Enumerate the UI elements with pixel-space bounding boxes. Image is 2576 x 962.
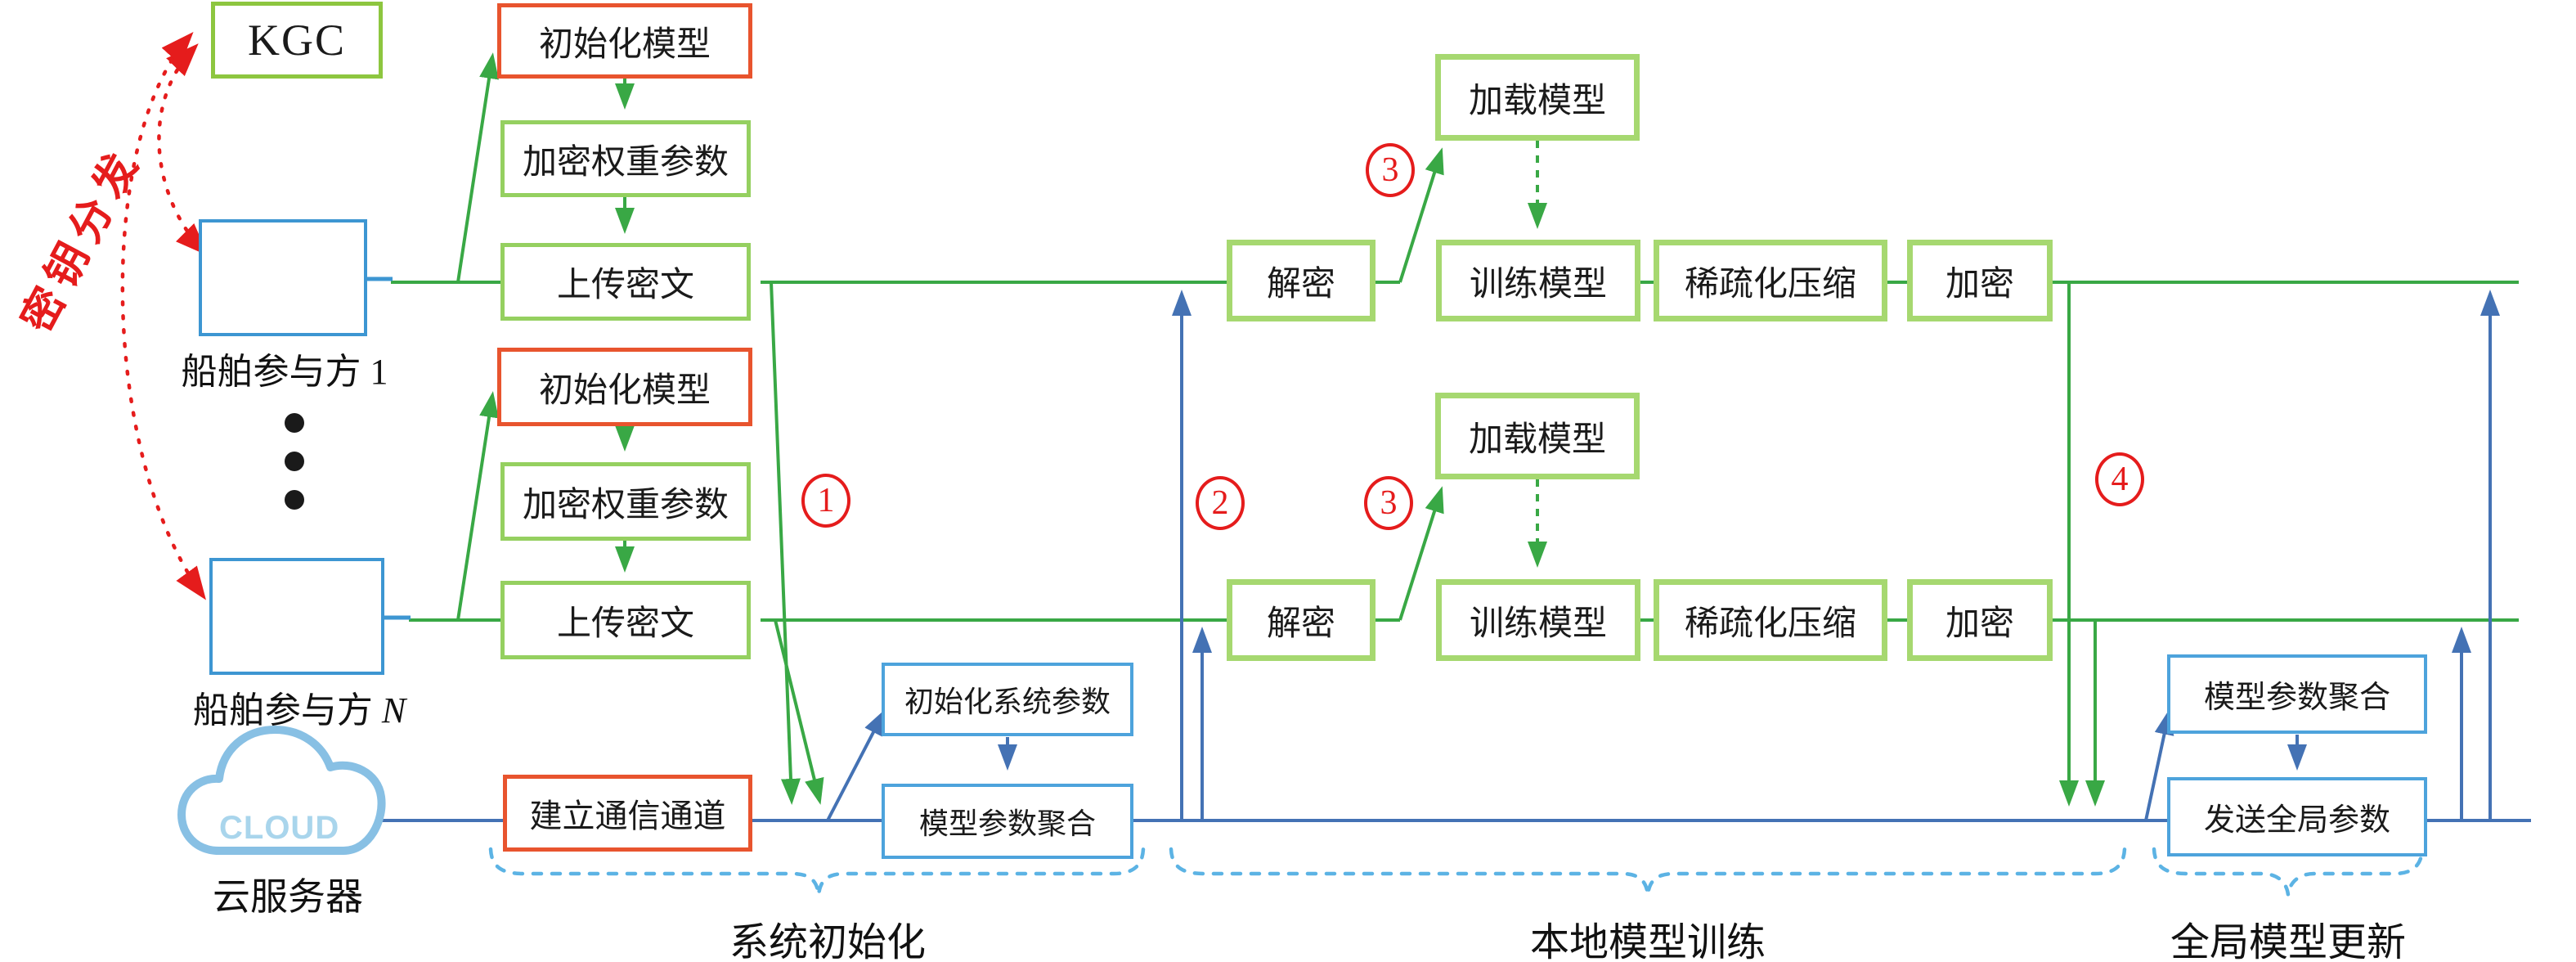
step1-arrows [770, 281, 824, 805]
step1-badge: 1 [801, 474, 850, 528]
row1-green-lines [391, 52, 2519, 284]
participant-stubs [366, 276, 411, 620]
pn-upload-cipher-box: 上传密文 [500, 581, 751, 659]
establish-channel-box: 建立通信通道 [503, 775, 752, 852]
row2-train-model-box: 训练模型 [1436, 579, 1640, 661]
step4-arrows [2059, 282, 2105, 807]
cloud-server-label: 云服务器 [213, 876, 363, 918]
participant1-label: 船舶参与方 1 [181, 352, 388, 392]
p1-init-model-box: 初始化模型 [497, 3, 752, 79]
row2-green-lines [409, 391, 2519, 622]
pn-init-model-box: 初始化模型 [497, 348, 752, 426]
row1-encrypt-box: 加密 [1907, 240, 2053, 321]
global-aggregate-params-box: 模型参数聚合 [2167, 654, 2427, 734]
cloud-word: CLOUD [219, 810, 340, 846]
ellipsis-dots [285, 413, 304, 510]
section-system-init: 系统初始化 [729, 921, 927, 962]
server-aggregate-params-box: 模型参数聚合 [882, 784, 1133, 859]
row1-load-model-box: 加载模型 [1435, 54, 1640, 141]
row1-train-model-box: 训练模型 [1436, 240, 1640, 321]
section-local-training: 本地模型训练 [1529, 921, 1766, 962]
send-global-params-box: 发送全局参数 [2167, 777, 2427, 856]
participantN-box [209, 558, 384, 675]
section-braces [488, 847, 2425, 896]
p1-encrypt-weights-box: 加密权重参数 [500, 120, 751, 197]
blue-arrows [826, 290, 2500, 821]
init-system-params-box: 初始化系统参数 [882, 663, 1133, 736]
participant1-box [199, 219, 367, 336]
participantN-label: 船舶参与方 N [192, 690, 406, 730]
kgc-box: KGC [211, 2, 383, 79]
kgc-label: KGC [247, 16, 346, 65]
pn-encrypt-weights-box: 加密权重参数 [500, 462, 751, 541]
cloud-icon [177, 726, 386, 855]
row2-decrypt-box: 解密 [1227, 579, 1376, 661]
step4-badge: 4 [2095, 452, 2144, 506]
step2-badge: 2 [1196, 476, 1245, 530]
row2-encrypt-box: 加密 [1907, 579, 2053, 661]
row2-load-model-box: 加载模型 [1435, 393, 1640, 479]
row1-decrypt-box: 解密 [1227, 240, 1376, 321]
key-distribution-arrows [120, 31, 209, 600]
section-global-update: 全局模型更新 [2170, 921, 2407, 962]
step3-row2-badge: 3 [1364, 476, 1413, 530]
row1-sparsify-box: 稀疏化压缩 [1654, 240, 1887, 321]
p1-upload-cipher-box: 上传密文 [500, 243, 751, 321]
step3-row1-badge: 3 [1366, 143, 1415, 197]
row2-sparsify-box: 稀疏化压缩 [1654, 579, 1887, 661]
